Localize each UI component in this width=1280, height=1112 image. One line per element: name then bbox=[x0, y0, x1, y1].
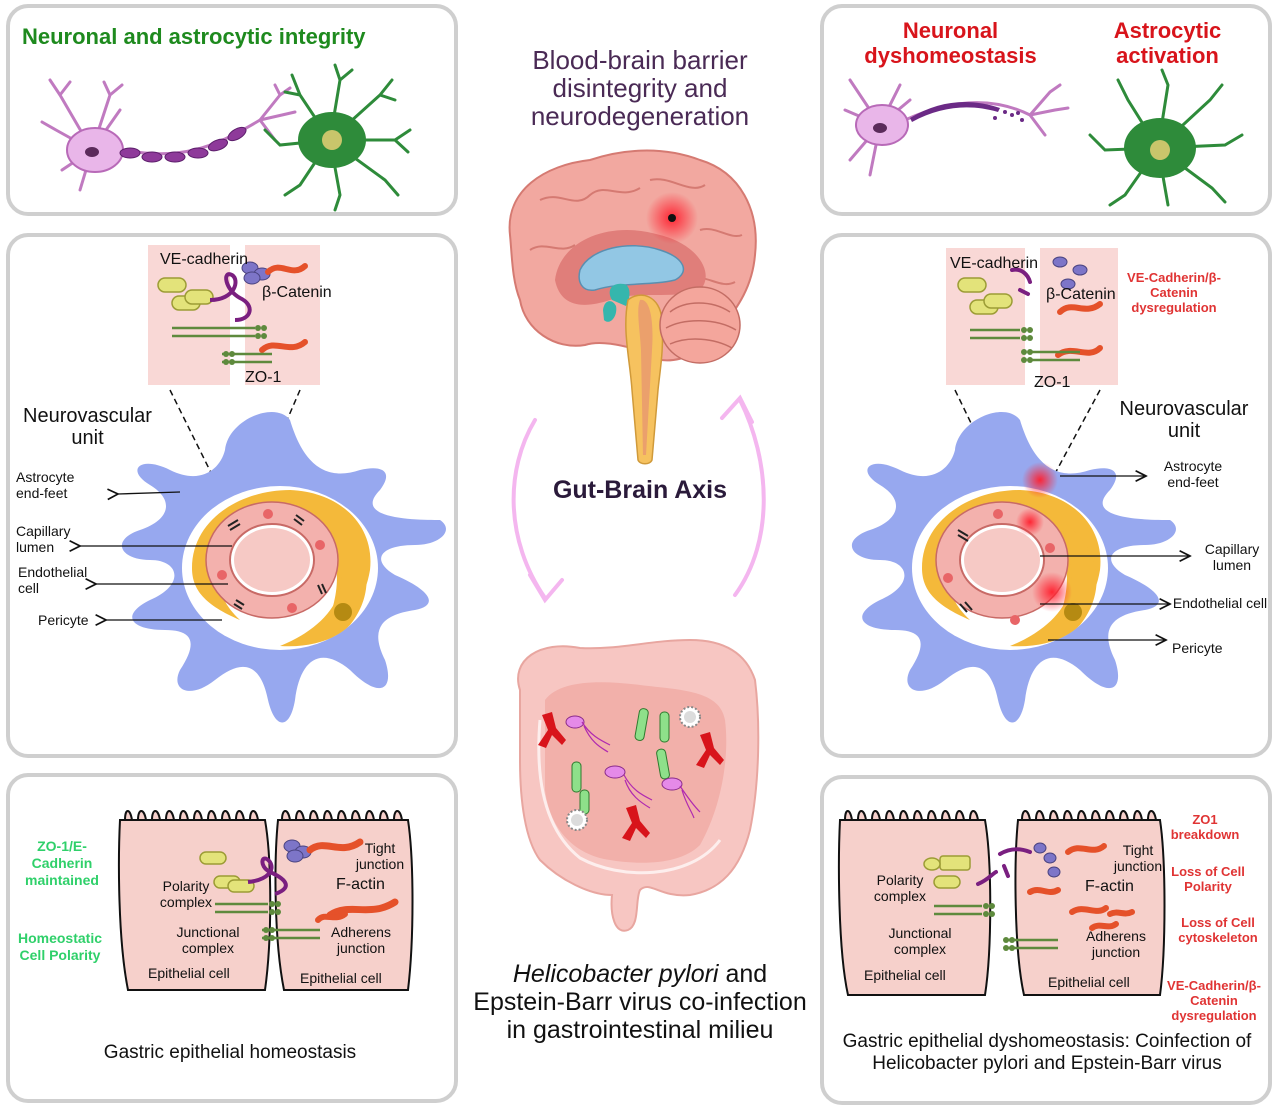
center-bottom-title-italic: Helicobacter pylori bbox=[512, 960, 719, 988]
pericyte-label-left: Pericyte bbox=[38, 612, 89, 628]
nvu-label-left: Neurovascular unit bbox=[23, 405, 152, 449]
epithelial-cell-label-right-2: Epithelial cell bbox=[1048, 974, 1130, 990]
homeostatic-polarity-label: Homeostatic Cell Polarity bbox=[17, 930, 103, 963]
zo1-label-right: ZO-1 bbox=[1034, 374, 1071, 391]
top-right-title-neuronal: Neuronal dyshomeostasis bbox=[864, 18, 1037, 68]
pericyte-label-right: Pericyte bbox=[1172, 640, 1223, 656]
nvu-right-pointers bbox=[1040, 476, 1190, 640]
epithelium-left bbox=[117, 810, 414, 991]
epithelial-cell-label-left-1: Epithelial cell bbox=[148, 965, 230, 981]
ve-cadherin-dysregulation-label-bottom: VE-Cadherin/β-Catenin dysregulation bbox=[1167, 978, 1261, 1023]
loss-of-cytoskeleton-label: Loss of Cell cytoskeleton bbox=[1178, 915, 1258, 945]
healthy-neuron bbox=[40, 78, 297, 192]
adherens-junction-label-right: Adherens junction bbox=[1086, 928, 1146, 960]
nvu-right bbox=[851, 411, 1176, 723]
junctional-complex-label-right: Junctional complex bbox=[888, 925, 952, 957]
capillary-lumen-label-right: Capillary lumen bbox=[1204, 541, 1260, 573]
damaged-neuron bbox=[843, 78, 1070, 177]
loss-of-polarity-label: Loss of Cell Polarity bbox=[1171, 864, 1245, 894]
zo1-ecadherin-maintained-label: ZO-1/E-Cadherin maintained bbox=[25, 838, 99, 888]
top-left-title: Neuronal and astrocytic integrity bbox=[22, 24, 366, 49]
nvu-left bbox=[121, 411, 446, 723]
caption-bottom-left: Gastric epithelial homeostasis bbox=[103, 1042, 357, 1063]
ebv-particles bbox=[566, 706, 701, 831]
top-right-title-astrocytic: Astrocytic activation bbox=[1113, 18, 1222, 68]
activated-astrocyte bbox=[1088, 68, 1244, 207]
polarity-complex-label-right: Polarity complex bbox=[873, 872, 927, 904]
astrocyte-endfeet-label-left: Astrocyte end-feet bbox=[16, 469, 75, 501]
center-bottom-title: Helicobacter pylori and Epstein-Barr vir… bbox=[470, 960, 810, 1044]
nvu-label-right: Neurovascular unit bbox=[1119, 398, 1249, 442]
f-actin-label-right: F-actin bbox=[1085, 878, 1134, 895]
beta-catenin-label-left: β-Catenin bbox=[262, 284, 332, 301]
tight-junction-label-right: Tight junction bbox=[1113, 842, 1163, 874]
dysregulation-label-right: VE-Cadherin/β-Catenin dysregulation bbox=[1127, 270, 1221, 315]
junctional-complex-label-left: Junctional complex bbox=[176, 924, 240, 956]
center-bottom-title-rest: and Epstein-Barr virus co-infection in g… bbox=[473, 960, 807, 1044]
endothelial-cell-label-left: Endothelial cell bbox=[18, 564, 88, 596]
endothelial-cell-label-right: Endothelial cell bbox=[1172, 595, 1268, 611]
epithelial-cell-label-left-2: Epithelial cell bbox=[300, 970, 382, 986]
f-actin-label-left: F-actin bbox=[336, 876, 385, 893]
polarity-complex-label-left: Polarity complex bbox=[159, 878, 213, 910]
tight-junction-label-left: Tight junction bbox=[355, 840, 405, 872]
astrocyte-endfeet-label-right: Astrocyte end-feet bbox=[1163, 458, 1223, 490]
intestine bbox=[517, 638, 760, 932]
brain bbox=[508, 149, 757, 465]
ve-cadherin-label-left: VE-cadherin bbox=[160, 251, 249, 268]
axis-arrows bbox=[511, 394, 766, 604]
gut-brain-axis-label: Gut-Brain Axis bbox=[552, 476, 728, 504]
epithelial-cell-label-right-1: Epithelial cell bbox=[864, 967, 946, 983]
beta-catenin-label-right: β-Catenin bbox=[1046, 286, 1116, 303]
ve-cadherin-label-right: VE-cadherin bbox=[950, 255, 1039, 272]
adherens-junction-label-left: Adherens junction bbox=[331, 924, 391, 956]
caption-bottom-right: Gastric epithelial dyshomeostasis: Coinf… bbox=[842, 1031, 1252, 1074]
epithelium-right bbox=[837, 810, 1166, 996]
junction-inset-left bbox=[148, 245, 320, 385]
center-top-title: Blood-brain barrier disintegrity and neu… bbox=[530, 45, 750, 131]
nvu-left-pointers bbox=[80, 492, 232, 620]
junction-inset-right bbox=[946, 248, 1118, 385]
healthy-astrocyte bbox=[263, 63, 412, 212]
zo1-breakdown-label: ZO1 breakdown bbox=[1170, 812, 1240, 842]
zo1-label-left: ZO-1 bbox=[245, 369, 282, 386]
capillary-lumen-label-left: Capillary lumen bbox=[16, 523, 71, 555]
